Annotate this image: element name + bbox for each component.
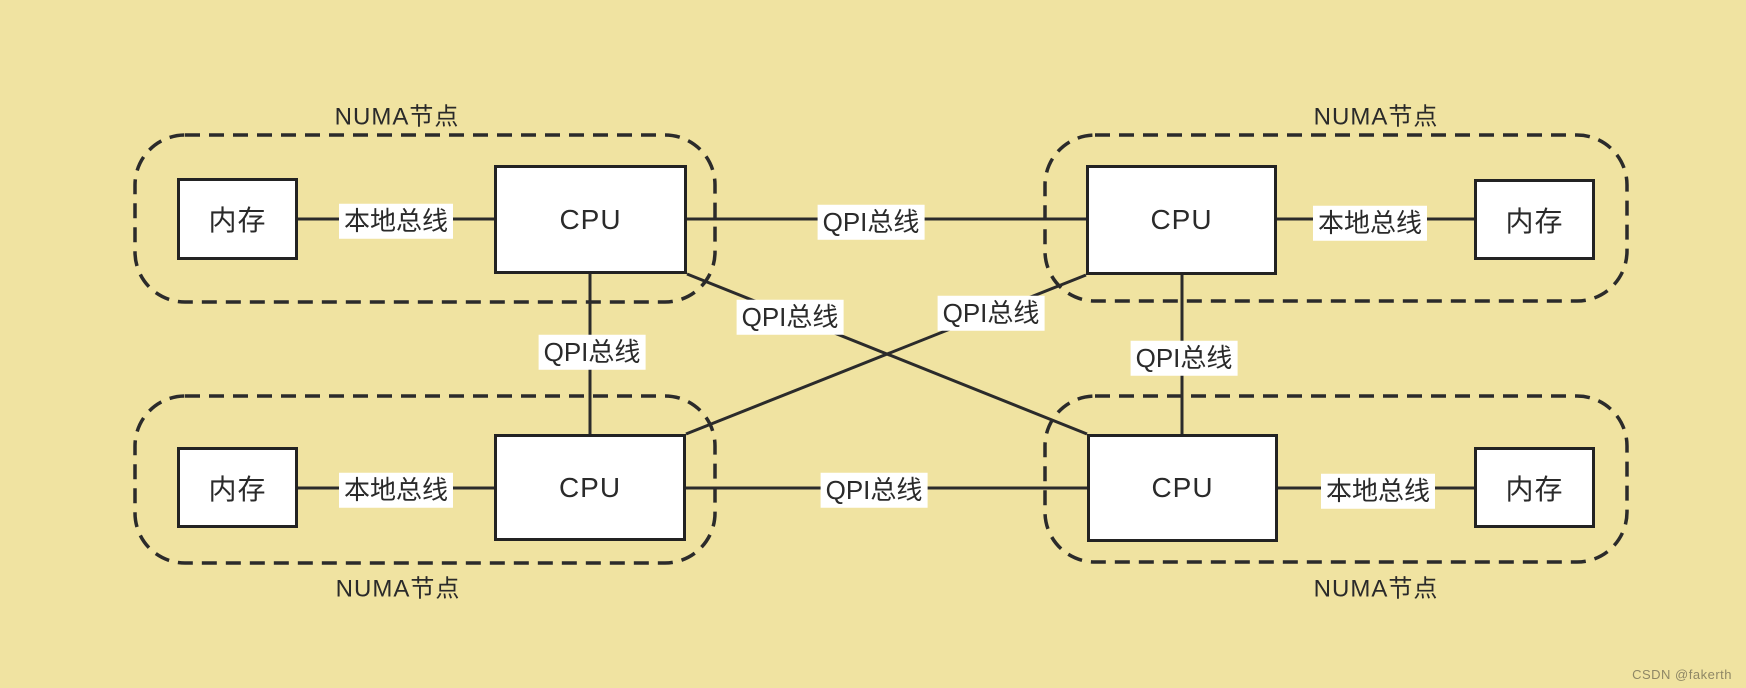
memory-box-bottom-right: 内存 [1474,447,1595,528]
local-bus-label-bottom-right: 本地总线 [1320,473,1436,509]
qpi-label-top-horizontal: QPI总线 [817,204,925,240]
local-bus-label-top-right: 本地总线 [1312,205,1428,241]
memory-box-top-right: 内存 [1474,179,1595,260]
local-bus-label-bottom-left: 本地总线 [338,472,454,508]
cpu-box-top-left: CPU [494,165,687,274]
numa-node-outline-top-left [133,133,717,304]
numa-node-label-bottom-right: NUMA节点 [1313,575,1439,603]
qpi-label-right-vertical: QPI总线 [1130,340,1238,376]
cpu-box-top-right: CPU [1086,165,1277,275]
qpi-label-left-vertical: QPI总线 [538,334,646,370]
numa-node-outline-bottom-left [133,394,717,565]
qpi-label-diagonal-tr-bl: QPI总线 [937,295,1045,331]
local-bus-label-top-left: 本地总线 [338,203,454,239]
memory-box-bottom-left: 内存 [177,447,298,528]
csdn-watermark: CSDN @fakerth [1632,667,1732,682]
cpu-box-bottom-left: CPU [494,434,686,541]
cpu-box-bottom-right: CPU [1087,434,1278,542]
numa-node-label-top-left: NUMA节点 [334,103,460,131]
numa-node-label-bottom-left: NUMA节点 [335,575,461,603]
qpi-label-bottom-horizontal: QPI总线 [820,472,928,508]
memory-box-top-left: 内存 [177,178,298,260]
numa-node-outline-bottom-right [1043,394,1629,564]
qpi-label-diagonal-tl-br: QPI总线 [736,299,844,335]
numa-node-label-top-right: NUMA节点 [1313,103,1439,131]
